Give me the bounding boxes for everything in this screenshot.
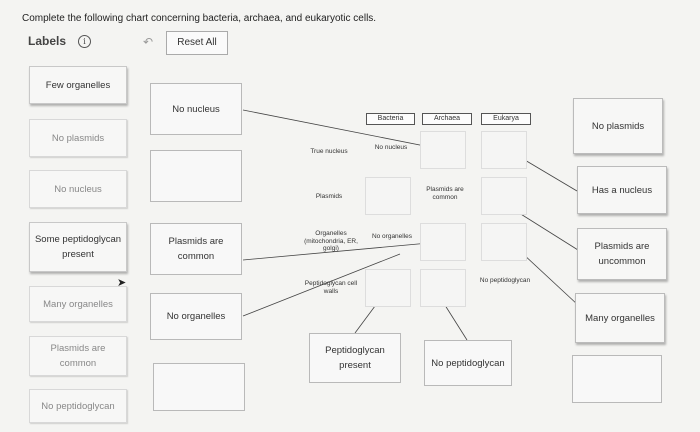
chart-cell-text-no-nucleus: No nucleus [374,144,408,151]
chart-row-peptidoglycan: Peptidoglycan cell walls [304,280,358,295]
drop-slot-left-4[interactable]: No organelles [150,293,242,340]
mouse-cursor-icon: ➤ [117,277,127,289]
chart-cell-eukarya-organelles [481,223,527,261]
drop-slot-left-3[interactable]: Plasmids are common [150,223,242,275]
chart-row-organelles: Organelles (mitochondria, ER, golgi) [304,230,358,252]
chart-cell-archaea-peptidoglycan [420,269,466,307]
drop-slot-right-2[interactable]: Has a nucleus [577,166,667,214]
chart-header-archaea: Archaea [422,113,472,125]
drop-slot-left-2[interactable] [150,150,242,202]
info-icon[interactable]: i [78,35,91,48]
chart-header-eukarya: Eukarya [481,113,531,125]
chart-cell-eukarya-nucleus [481,131,527,169]
chart-cell-text-no-peptidoglycan: No peptidoglycan [479,277,531,284]
drop-slot-bottom-2[interactable]: No peptidoglycan [424,340,512,386]
chart-cell-eukarya-plasmids [481,177,527,215]
drop-slot-left-5[interactable] [153,363,245,411]
label-few-organelles[interactable]: Few organelles [29,66,127,104]
chart-header-bacteria: Bacteria [366,113,415,125]
drop-slot-right-5[interactable] [572,355,662,403]
drop-slot-right-3[interactable]: Plasmids are uncommon [577,228,667,280]
undo-icon[interactable]: ↶ [143,35,154,49]
chart-cell-archaea-nucleus [420,131,466,169]
instruction-text: Complete the following chart concerning … [22,13,377,24]
drop-slot-left-1[interactable]: No nucleus [150,83,242,135]
labels-title: Labels [28,34,67,48]
label-no-peptidoglycan[interactable]: No peptidoglycan [29,389,127,423]
label-no-nucleus[interactable]: No nucleus [29,170,127,208]
label-plasmids-common[interactable]: Plasmids are common [29,336,127,376]
label-no-plasmids[interactable]: No plasmids [29,119,127,157]
chart-row-plasmids: Plasmids [315,193,343,200]
chart-cell-archaea-organelles [420,223,466,261]
chart-row-true-nucleus: True nucleus [310,148,348,155]
reset-all-button[interactable]: Reset All [166,31,228,55]
chart-cell-text-plasmids-common: Plasmids are common [426,186,464,201]
chart-cell-bacteria-peptidoglycan [365,269,411,307]
drop-slot-bottom-1[interactable]: Peptidoglycan present [309,333,401,383]
drop-slot-right-4[interactable]: Many organelles [575,293,665,343]
chart-cell-text-no-organelles: No organelles [371,233,413,240]
label-some-peptidoglycan[interactable]: Some peptidoglycan present [29,222,127,272]
label-many-organelles[interactable]: Many organelles [29,286,127,322]
drop-slot-right-1[interactable]: No plasmids [573,98,663,154]
chart-cell-bacteria-plasmids [365,177,411,215]
